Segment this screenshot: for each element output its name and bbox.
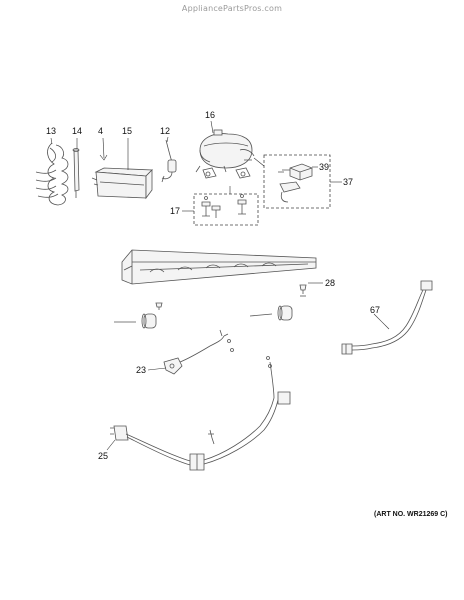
part-17-mount-hardware[interactable] — [201, 194, 247, 219]
group-17-box — [193, 193, 259, 226]
callout-25[interactable]: 25 — [98, 451, 108, 461]
leader-25 — [106, 439, 116, 451]
part-15-drain-pan[interactable] — [91, 167, 153, 200]
front-foot-left[interactable] — [114, 302, 163, 329]
leader-4 — [102, 137, 105, 159]
part-67-wire-harness[interactable] — [341, 280, 433, 355]
callout-12[interactable]: 12 — [160, 126, 170, 136]
callout-16[interactable]: 16 — [205, 110, 215, 120]
part-39-relay[interactable] — [278, 163, 313, 181]
leader-13 — [50, 137, 53, 145]
leader-16 — [210, 120, 214, 134]
callout-14[interactable]: 14 — [72, 126, 82, 136]
watermark: AppliancePartsPros.com — [181, 4, 283, 13]
callout-67[interactable]: 67 — [370, 305, 380, 315]
callout-28[interactable]: 28 — [325, 278, 335, 288]
callout-39[interactable]: 39 — [319, 162, 329, 172]
base-rail[interactable] — [121, 249, 317, 285]
leader-67 — [373, 313, 390, 330]
leader-23 — [147, 367, 167, 371]
part-13-coil[interactable] — [35, 142, 69, 206]
leader-group-37 — [253, 157, 265, 167]
callout-4[interactable]: 4 — [98, 126, 103, 136]
part-37-overload[interactable] — [279, 181, 301, 203]
callout-13[interactable]: 13 — [46, 126, 56, 136]
part-25-power-cord[interactable] — [110, 356, 291, 471]
callout-17[interactable]: 17 — [170, 206, 180, 216]
part-12-sensor[interactable] — [161, 139, 177, 183]
part-16-compressor[interactable] — [195, 129, 255, 179]
callout-15[interactable]: 15 — [122, 126, 132, 136]
arrow-4 — [99, 154, 108, 161]
callout-37[interactable]: 37 — [343, 177, 353, 187]
art-number: (ART NO. WR21269 C) — [374, 511, 448, 518]
front-foot-right[interactable] — [249, 305, 293, 321]
callout-23[interactable]: 23 — [136, 365, 146, 375]
part-28-screw[interactable] — [299, 284, 307, 297]
part-14-tube[interactable] — [72, 148, 80, 199]
group-37-box — [263, 154, 331, 209]
leader-12 — [166, 136, 169, 143]
part-23-wire-bracket[interactable] — [163, 329, 234, 375]
